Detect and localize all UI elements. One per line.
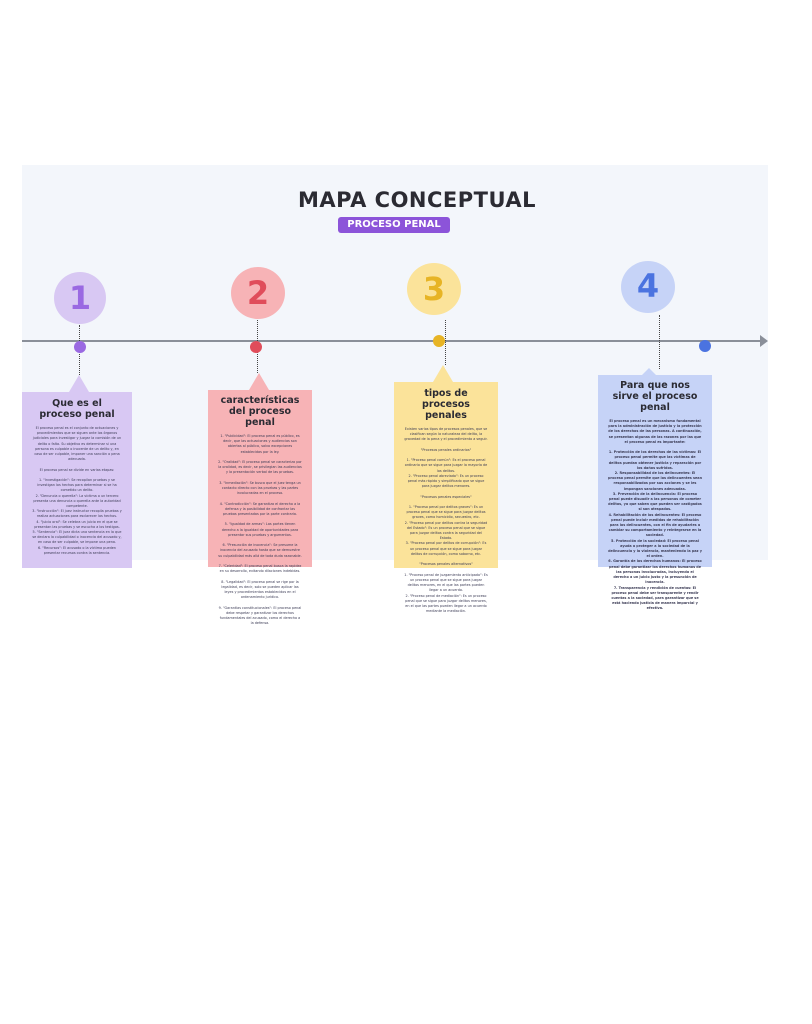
step-circle-3: 3 bbox=[407, 263, 461, 315]
page-title: MAPA CONCEPTUAL bbox=[297, 188, 537, 212]
card-tipos: tipos de procesos penales Existen varios… bbox=[394, 382, 498, 613]
card-pointer-2 bbox=[249, 373, 269, 390]
card-body: El proceso penal es un mecanismo fundame… bbox=[608, 419, 702, 611]
timeline-line bbox=[22, 340, 766, 342]
card-body: 1. "Publicidad": El proceso penal es púb… bbox=[218, 434, 302, 626]
card-para-que: Para que nos sirve el proceso penal El p… bbox=[598, 375, 712, 610]
timeline-dot-2 bbox=[250, 341, 262, 353]
card-pointer-3 bbox=[433, 365, 453, 382]
subtitle-badge: PROCESO PENAL bbox=[338, 217, 450, 233]
concept-map-board: MAPA CONCEPTUAL PROCESO PENAL 1 Que es e… bbox=[22, 165, 768, 625]
timeline-dot-1 bbox=[74, 341, 86, 353]
timeline-arrow-icon bbox=[760, 335, 768, 347]
card-pointer-1 bbox=[69, 375, 89, 392]
card-caracteristicas: características del proceso penal 1. "Pu… bbox=[208, 390, 312, 625]
card-title: Para que nos sirve el proceso penal bbox=[612, 380, 698, 413]
step-circle-4: 4 bbox=[621, 261, 675, 313]
step-circle-1: 1 bbox=[54, 272, 106, 324]
card-que-es: Que es el proceso penal El proceso penal… bbox=[22, 392, 132, 568]
timeline-dot-3 bbox=[433, 335, 445, 347]
connector-line-3 bbox=[445, 320, 446, 365]
card-title: tipos de procesos penales bbox=[422, 388, 470, 421]
timeline-dot-4 bbox=[699, 340, 711, 352]
card-title: características del proceso penal bbox=[220, 395, 300, 428]
card-pointer-4 bbox=[639, 368, 659, 378]
card-body: Existen varios tipos de procesos penales… bbox=[404, 427, 488, 614]
step-circle-2: 2 bbox=[231, 267, 285, 319]
card-title: Que es el proceso penal bbox=[39, 398, 115, 420]
card-body: El proceso penal es el conjunto de actua… bbox=[32, 426, 122, 555]
connector-line-4 bbox=[659, 315, 660, 369]
